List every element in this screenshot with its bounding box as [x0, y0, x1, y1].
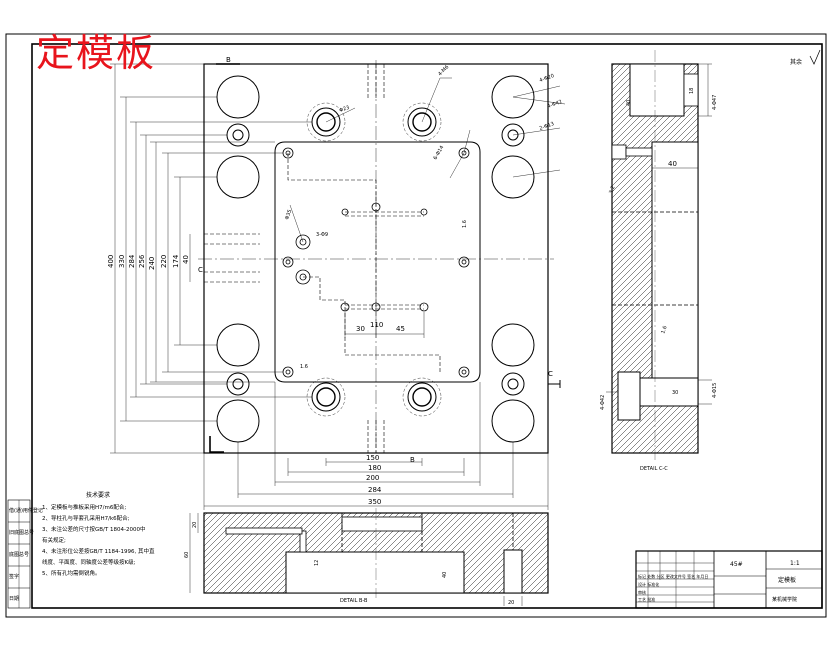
dim-label: 30	[356, 325, 365, 333]
tech-req-heading: 技术要求	[86, 491, 110, 499]
title-block-scale: 1:1	[790, 560, 800, 567]
dim-label: 20	[192, 522, 198, 528]
left-strip-cell: 日期	[9, 596, 19, 602]
dim-label: 18	[689, 88, 695, 94]
vertical-dimension-lines	[110, 63, 312, 454]
section-label-c-left: C	[198, 266, 203, 274]
leader-lines	[289, 77, 566, 243]
callout-label: 4-Φ42	[547, 99, 563, 110]
small-hole	[226, 123, 525, 396]
section-label-c-right: C	[548, 370, 553, 378]
left-strip-cell: 旧底图总号	[9, 529, 34, 536]
title-block	[635, 550, 823, 609]
left-strip-cell: 底图总号	[9, 551, 29, 558]
dim-label: 30	[672, 390, 678, 396]
dim-label: 350	[368, 498, 381, 506]
side-view-section: 40 4-Φ47 18 40 30 4-Φ15 4-Φ42 3.2 1.6 DE…	[600, 50, 718, 472]
tech-req-item: 有关规定;	[42, 536, 66, 544]
callout-label: 6-Φ14	[433, 145, 446, 161]
dim-label: 4-Φ47	[712, 95, 718, 110]
title-block-row: 标记 处数 分区 更改文件号 签名 年月日	[638, 573, 708, 579]
left-info-strip: 借(通)用件登记 旧底图总号 底图总号 签字 日期	[7, 499, 43, 609]
roughness-label: 1.6	[660, 325, 668, 335]
dim-label: 40	[442, 572, 448, 578]
view-note: DETAIL C-C	[640, 466, 668, 472]
dim-label: 400	[107, 255, 115, 268]
title-block-school: 某机械学院	[772, 596, 797, 603]
section-label-b-top: B	[226, 56, 231, 64]
roughness-label: 1.6	[462, 220, 468, 228]
dim-label: 330	[118, 255, 126, 268]
title-block-row: 审核	[638, 589, 646, 595]
section-label-b-bottom: B	[410, 456, 415, 464]
section-corner-mark	[209, 436, 224, 453]
dim-label: 110	[370, 321, 383, 329]
dim-label: 174	[172, 254, 180, 268]
dim-label: 200	[366, 474, 379, 482]
technical-requirements: 技术要求 1、定模板与推板采用H7/m6配合; 2、导柱孔与导套孔采用H7/k6…	[42, 491, 155, 577]
callout-label: 2-Φ13	[539, 121, 555, 132]
inner-frame	[31, 43, 823, 609]
dim-label: 4-Φ42	[600, 395, 606, 410]
roughness-symbol-icon	[809, 49, 821, 65]
title-block-row: 设计 标准化	[638, 581, 659, 587]
drawing-title: 定模板	[36, 31, 157, 75]
dim-label: 150	[366, 454, 379, 462]
left-strip-cell: 借(通)用件登记	[9, 507, 43, 514]
dim-label: 60	[184, 552, 190, 558]
horizontal-dimension-lines	[203, 312, 549, 510]
dim-label: 12	[314, 560, 320, 566]
callout-label: Φ23	[339, 105, 351, 114]
top-view: B B C C	[107, 56, 566, 510]
title-block-row: 工艺 批准	[638, 596, 655, 602]
bottom-view-section: 20 40 12 20 60 DETAIL B-B	[184, 508, 549, 606]
tech-req-item: 5、所有孔均需倒锐角。	[42, 569, 101, 577]
cooling-channel	[204, 64, 441, 453]
callout-label: 4-M6	[437, 64, 450, 77]
dim-label: 220	[160, 255, 168, 268]
callout-label: 3-Φ9	[316, 232, 328, 238]
tech-req-item: 2、导柱孔与导套孔采用H7/k6配合;	[42, 514, 130, 522]
roughness-note: 其余	[790, 58, 802, 66]
dim-label: 284	[368, 486, 382, 494]
outer-frame	[5, 33, 827, 618]
dim-label: 40	[182, 255, 190, 264]
dim-label: 40	[626, 100, 632, 106]
dim-label: 284	[128, 254, 136, 268]
dim-label: 4-Φ15	[712, 383, 718, 398]
title-block-part-name: 定模板	[778, 576, 796, 584]
tech-req-item: 线度、平面度、同轴度公差等级按K级;	[42, 558, 136, 566]
dim-label: 256	[138, 254, 146, 268]
roughness-label: 3.2	[608, 185, 616, 195]
dim-label: 40	[668, 160, 677, 168]
callout-label: Φ35	[284, 209, 293, 221]
dim-label: 240	[148, 257, 156, 270]
dim-label: 45	[396, 325, 405, 333]
counterbore-hole	[306, 102, 442, 417]
cavity-pocket	[274, 141, 481, 383]
tech-req-item: 3、未注公差的尺寸按GB/T 1804-2000中	[42, 525, 145, 533]
tech-req-item: 1、定模板与推板采用H7/m6配合;	[42, 503, 126, 511]
view-note: DETAIL B-B	[340, 598, 368, 604]
dim-label: 180	[368, 464, 381, 472]
title-block-material: 45#	[730, 561, 743, 568]
left-strip-cell: 签字	[9, 573, 19, 580]
tech-req-item: 4、未注形位公差按GB/T 1184-1996, 其中直	[42, 547, 155, 555]
roughness-label: 1.6	[300, 364, 308, 370]
callout-label: 4-Φ20	[539, 73, 555, 84]
dim-label: 20	[508, 600, 514, 606]
